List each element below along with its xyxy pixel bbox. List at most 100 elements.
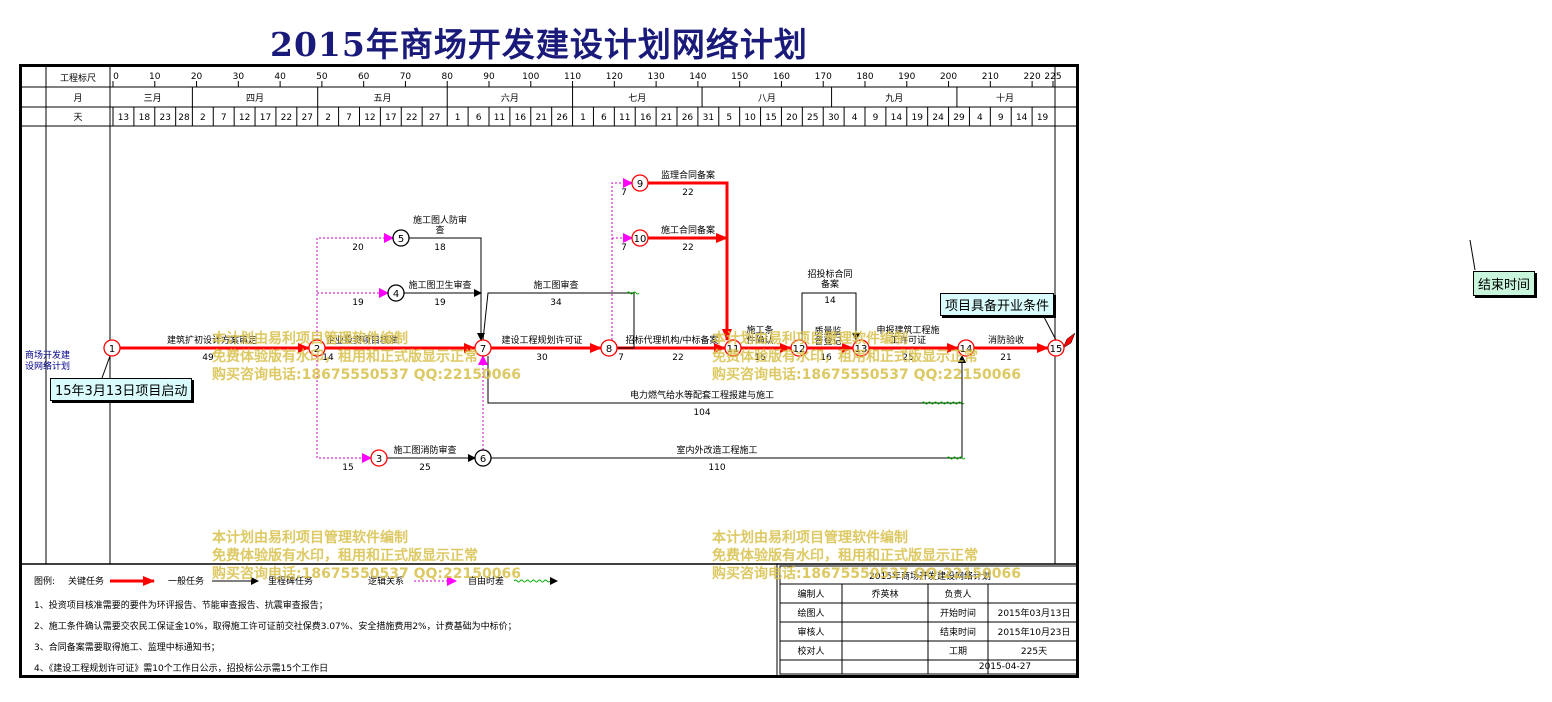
node-number: 15 — [1050, 344, 1063, 355]
legend-milestone-label: 里程碑任务 — [268, 575, 313, 587]
task-duration: 30 — [536, 353, 548, 363]
task-duration: 22 — [682, 243, 693, 253]
ruler-tick-label: 160 — [773, 72, 790, 82]
ruler-tick-label: 40 — [274, 72, 286, 82]
node-number: 4 — [393, 289, 399, 300]
day-label: 1 — [580, 113, 586, 123]
ruler-tick-label: 60 — [358, 72, 370, 82]
info-cell: 工期 — [949, 646, 967, 657]
task-duration: 110 — [708, 463, 725, 473]
info-cell: 乔英林 — [871, 588, 898, 600]
day-label: 31 — [703, 113, 714, 123]
day-label: 16 — [640, 113, 652, 123]
info-cell: 审核人 — [797, 626, 824, 638]
day-label: 13 — [118, 113, 129, 123]
day-label: 22 — [281, 113, 292, 123]
month-label: 五月 — [373, 93, 391, 104]
day-label: 23 — [159, 113, 170, 123]
slack-label: 20 — [352, 243, 364, 253]
edge-12-13-box — [801, 292, 860, 341]
task-duration: 25 — [419, 463, 430, 473]
info-cell: 2015年03月13日 — [998, 607, 1071, 619]
task-label: 室内外改造工程施工 — [676, 444, 757, 456]
node-number: 3 — [376, 454, 382, 465]
node-number: 2 — [314, 344, 320, 355]
day-label: 17 — [385, 113, 396, 123]
day-label: 14 — [891, 113, 903, 123]
day-label: 26 — [682, 113, 694, 123]
logic-8-9 — [611, 178, 633, 340]
task-label: 施工条 — [746, 324, 773, 336]
month-label: 三月 — [144, 93, 162, 104]
slack-label: 7 — [618, 353, 624, 363]
task-label: 查 — [435, 224, 444, 236]
task-duration: 14 — [322, 353, 334, 363]
info-cell: 校对人 — [797, 645, 824, 657]
day-label: 28 — [178, 113, 190, 123]
edge-5-7 — [409, 237, 485, 341]
node-circle — [724, 339, 742, 357]
day-label: 21 — [661, 113, 672, 123]
day-label: 2 — [200, 113, 206, 123]
task-label: 建设工程规划许可证 — [501, 334, 582, 346]
month-label: 十月 — [996, 92, 1014, 104]
node-circle — [957, 339, 975, 357]
month-row-label: 月 — [73, 93, 82, 104]
task-label: 工许可证 — [890, 334, 926, 346]
node-number: 14 — [960, 344, 973, 355]
day-label: 24 — [932, 113, 944, 123]
slack-label: 19 — [352, 298, 364, 308]
day-label: 4 — [852, 113, 858, 123]
legend-critical-label: 关键任务 — [68, 575, 104, 587]
task-label: 企业投资项目核准 — [326, 334, 398, 346]
task-duration: 18 — [434, 243, 446, 253]
ruler-tick-label: 200 — [940, 72, 957, 82]
day-label: 25 — [807, 113, 818, 123]
ruler-tick-label: 30 — [233, 72, 245, 82]
free-float-wave — [946, 456, 966, 460]
legend-free-wave — [513, 579, 551, 583]
note-line: 4、《建设工程规划许可证》需10个工作日公示，招投标公示需15个工作日 — [34, 662, 328, 674]
node-number: 6 — [480, 454, 486, 465]
node-circle — [852, 339, 870, 357]
day-label: 7 — [221, 113, 227, 123]
note-line: 1、投资项目核准需要的要件为环评报告、节能审查报告、抗震审查报告； — [34, 599, 328, 611]
milestone-flag — [1062, 332, 1076, 349]
info-cell: 结束时间 — [940, 626, 976, 638]
task-label: 施工图卫生审查 — [408, 279, 471, 291]
node-number: 5 — [398, 234, 404, 245]
day-label: 15 — [765, 113, 776, 123]
task-duration: 19 — [434, 298, 446, 308]
node-number: 9 — [637, 179, 643, 190]
end-callout: 结束时间 — [1473, 271, 1536, 296]
day-label: 11 — [619, 113, 630, 123]
ruler-tick-label: 220 — [1024, 72, 1041, 82]
free-float-wave — [921, 401, 965, 405]
task-duration: 14 — [824, 296, 836, 306]
month-label: 四月 — [246, 93, 264, 104]
legend-free-arrow — [550, 577, 558, 585]
info-cell: 2015年10月23日 — [998, 626, 1071, 638]
watermark-1: 本计划由易利项目管理软件编制免费体验版有水印，租用和正式版显示正常购买咨询电话:… — [212, 331, 521, 383]
ruler-tick-label: 120 — [606, 72, 623, 82]
day-label: 19 — [911, 113, 923, 123]
node-circle — [631, 229, 649, 247]
ruler-tick-label: 190 — [898, 72, 915, 82]
callout-leader — [1043, 316, 1057, 341]
ruler-tick-label: 0 — [113, 72, 119, 82]
ruler-tick-label: 50 — [316, 72, 328, 82]
task-duration: 25 — [902, 353, 913, 363]
node-circle — [1047, 339, 1065, 357]
day-label: 12 — [239, 113, 250, 123]
day-label: 29 — [953, 113, 965, 123]
task-label: 件确认 — [746, 334, 773, 346]
task-label: 备案 — [821, 278, 839, 290]
info-table-title: 2015年商场开发建设网络计划 — [869, 570, 991, 582]
ruler-tick-label: 20 — [191, 72, 203, 82]
note-line: 2、施工条件确认需要交农民工保证金10%，取得施工许可证前交社保费3.07%、安… — [34, 620, 517, 632]
task-label: 督登记 — [814, 335, 841, 347]
day-label: 6 — [476, 113, 482, 123]
ruler-tick-label: 70 — [400, 72, 412, 82]
